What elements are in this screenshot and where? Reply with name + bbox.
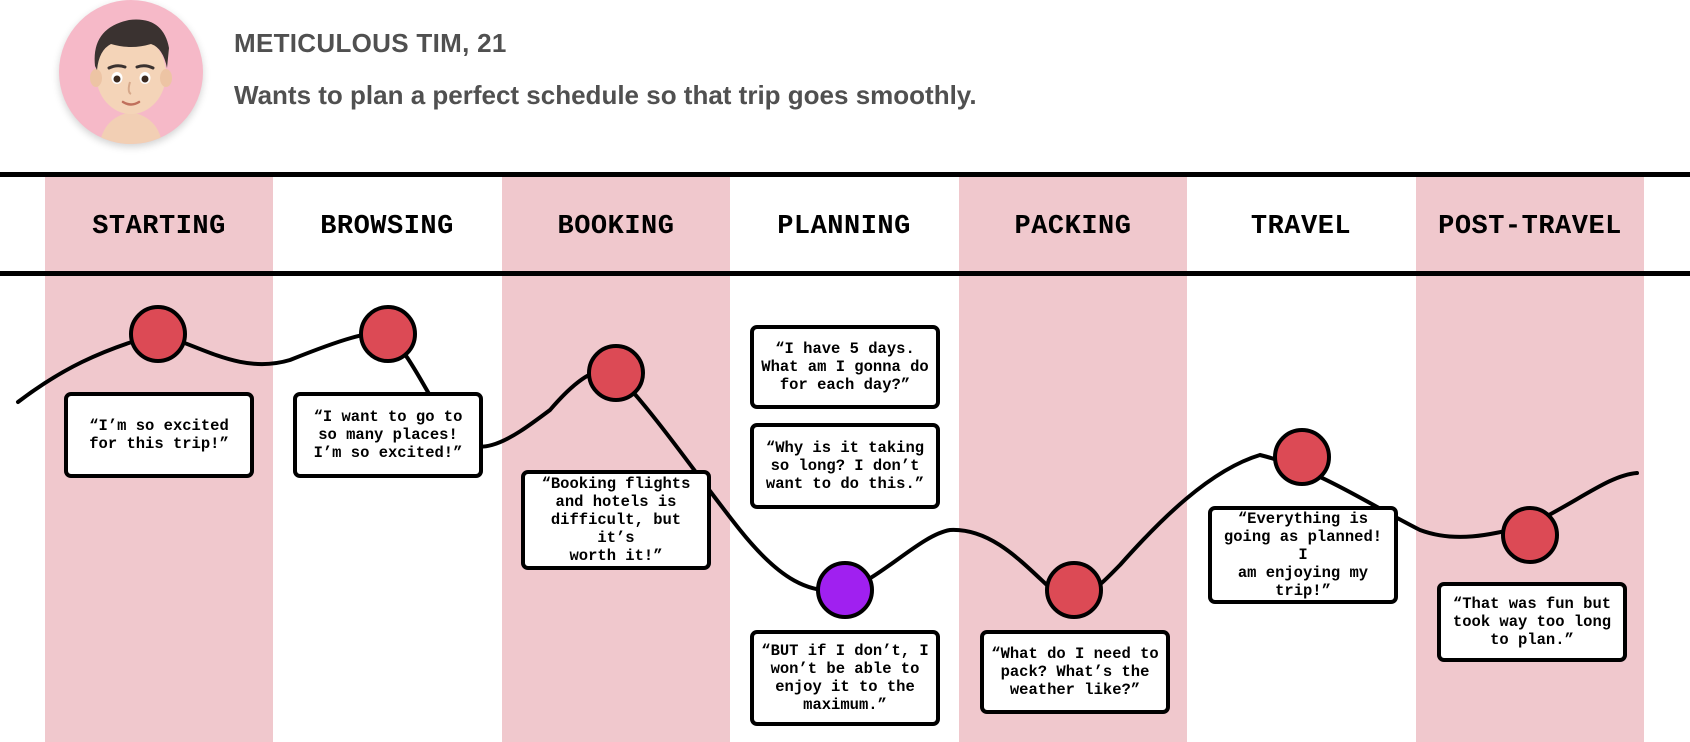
quote-booking: “Booking flights and hotels is difficult…: [521, 470, 711, 570]
emotion-point-travel: [1273, 428, 1331, 486]
emotion-point-packing: [1045, 561, 1103, 619]
stage-label-starting: STARTING: [92, 212, 226, 242]
stage-label-packing: PACKING: [1014, 212, 1132, 242]
memoji-avatar-icon: [90, 19, 172, 144]
stage-label-browsing: BROWSING: [320, 212, 454, 242]
stage-label-planning: PLANNING: [777, 212, 911, 242]
emotion-point-booking: [587, 344, 645, 402]
persona-name: METICULOUS TIM, 21: [234, 28, 507, 58]
quote-packing: “What do I need to pack? What’s the weat…: [980, 630, 1170, 714]
stage-label-post-travel: POST-TRAVEL: [1438, 212, 1622, 242]
persona-goal: Wants to plan a perfect schedule so that…: [234, 80, 977, 110]
emotion-point-starting: [129, 305, 187, 363]
quote-starting: “I’m so excited for this trip!”: [64, 392, 254, 478]
emotion-curve: [16, 331, 1639, 599]
quote-planning-2: “Why is it taking so long? I don’t want …: [750, 423, 940, 509]
quote-planning-3: “BUT if I don’t, I won’t be able to enjo…: [750, 630, 940, 726]
quote-planning-1: “I have 5 days. What am I gonna do for e…: [750, 325, 940, 409]
quote-browsing: “I want to go to so many places! I’m so …: [293, 392, 483, 478]
emotion-point-browsing: [359, 305, 417, 363]
quote-travel: “Everything is going as planned! I am en…: [1208, 506, 1398, 604]
header-bottom-rule: [0, 271, 1690, 276]
emotion-point-planning: [816, 561, 874, 619]
stage-band-booking: [502, 172, 730, 742]
header-top-rule: [0, 172, 1690, 177]
quote-post-travel: “That was fun but took way too long to p…: [1437, 582, 1627, 662]
stage-label-travel: TRAVEL: [1250, 212, 1352, 242]
avatar: [59, 0, 203, 144]
emotion-point-post-travel: [1501, 506, 1559, 564]
stage-label-booking: BOOKING: [557, 212, 675, 242]
